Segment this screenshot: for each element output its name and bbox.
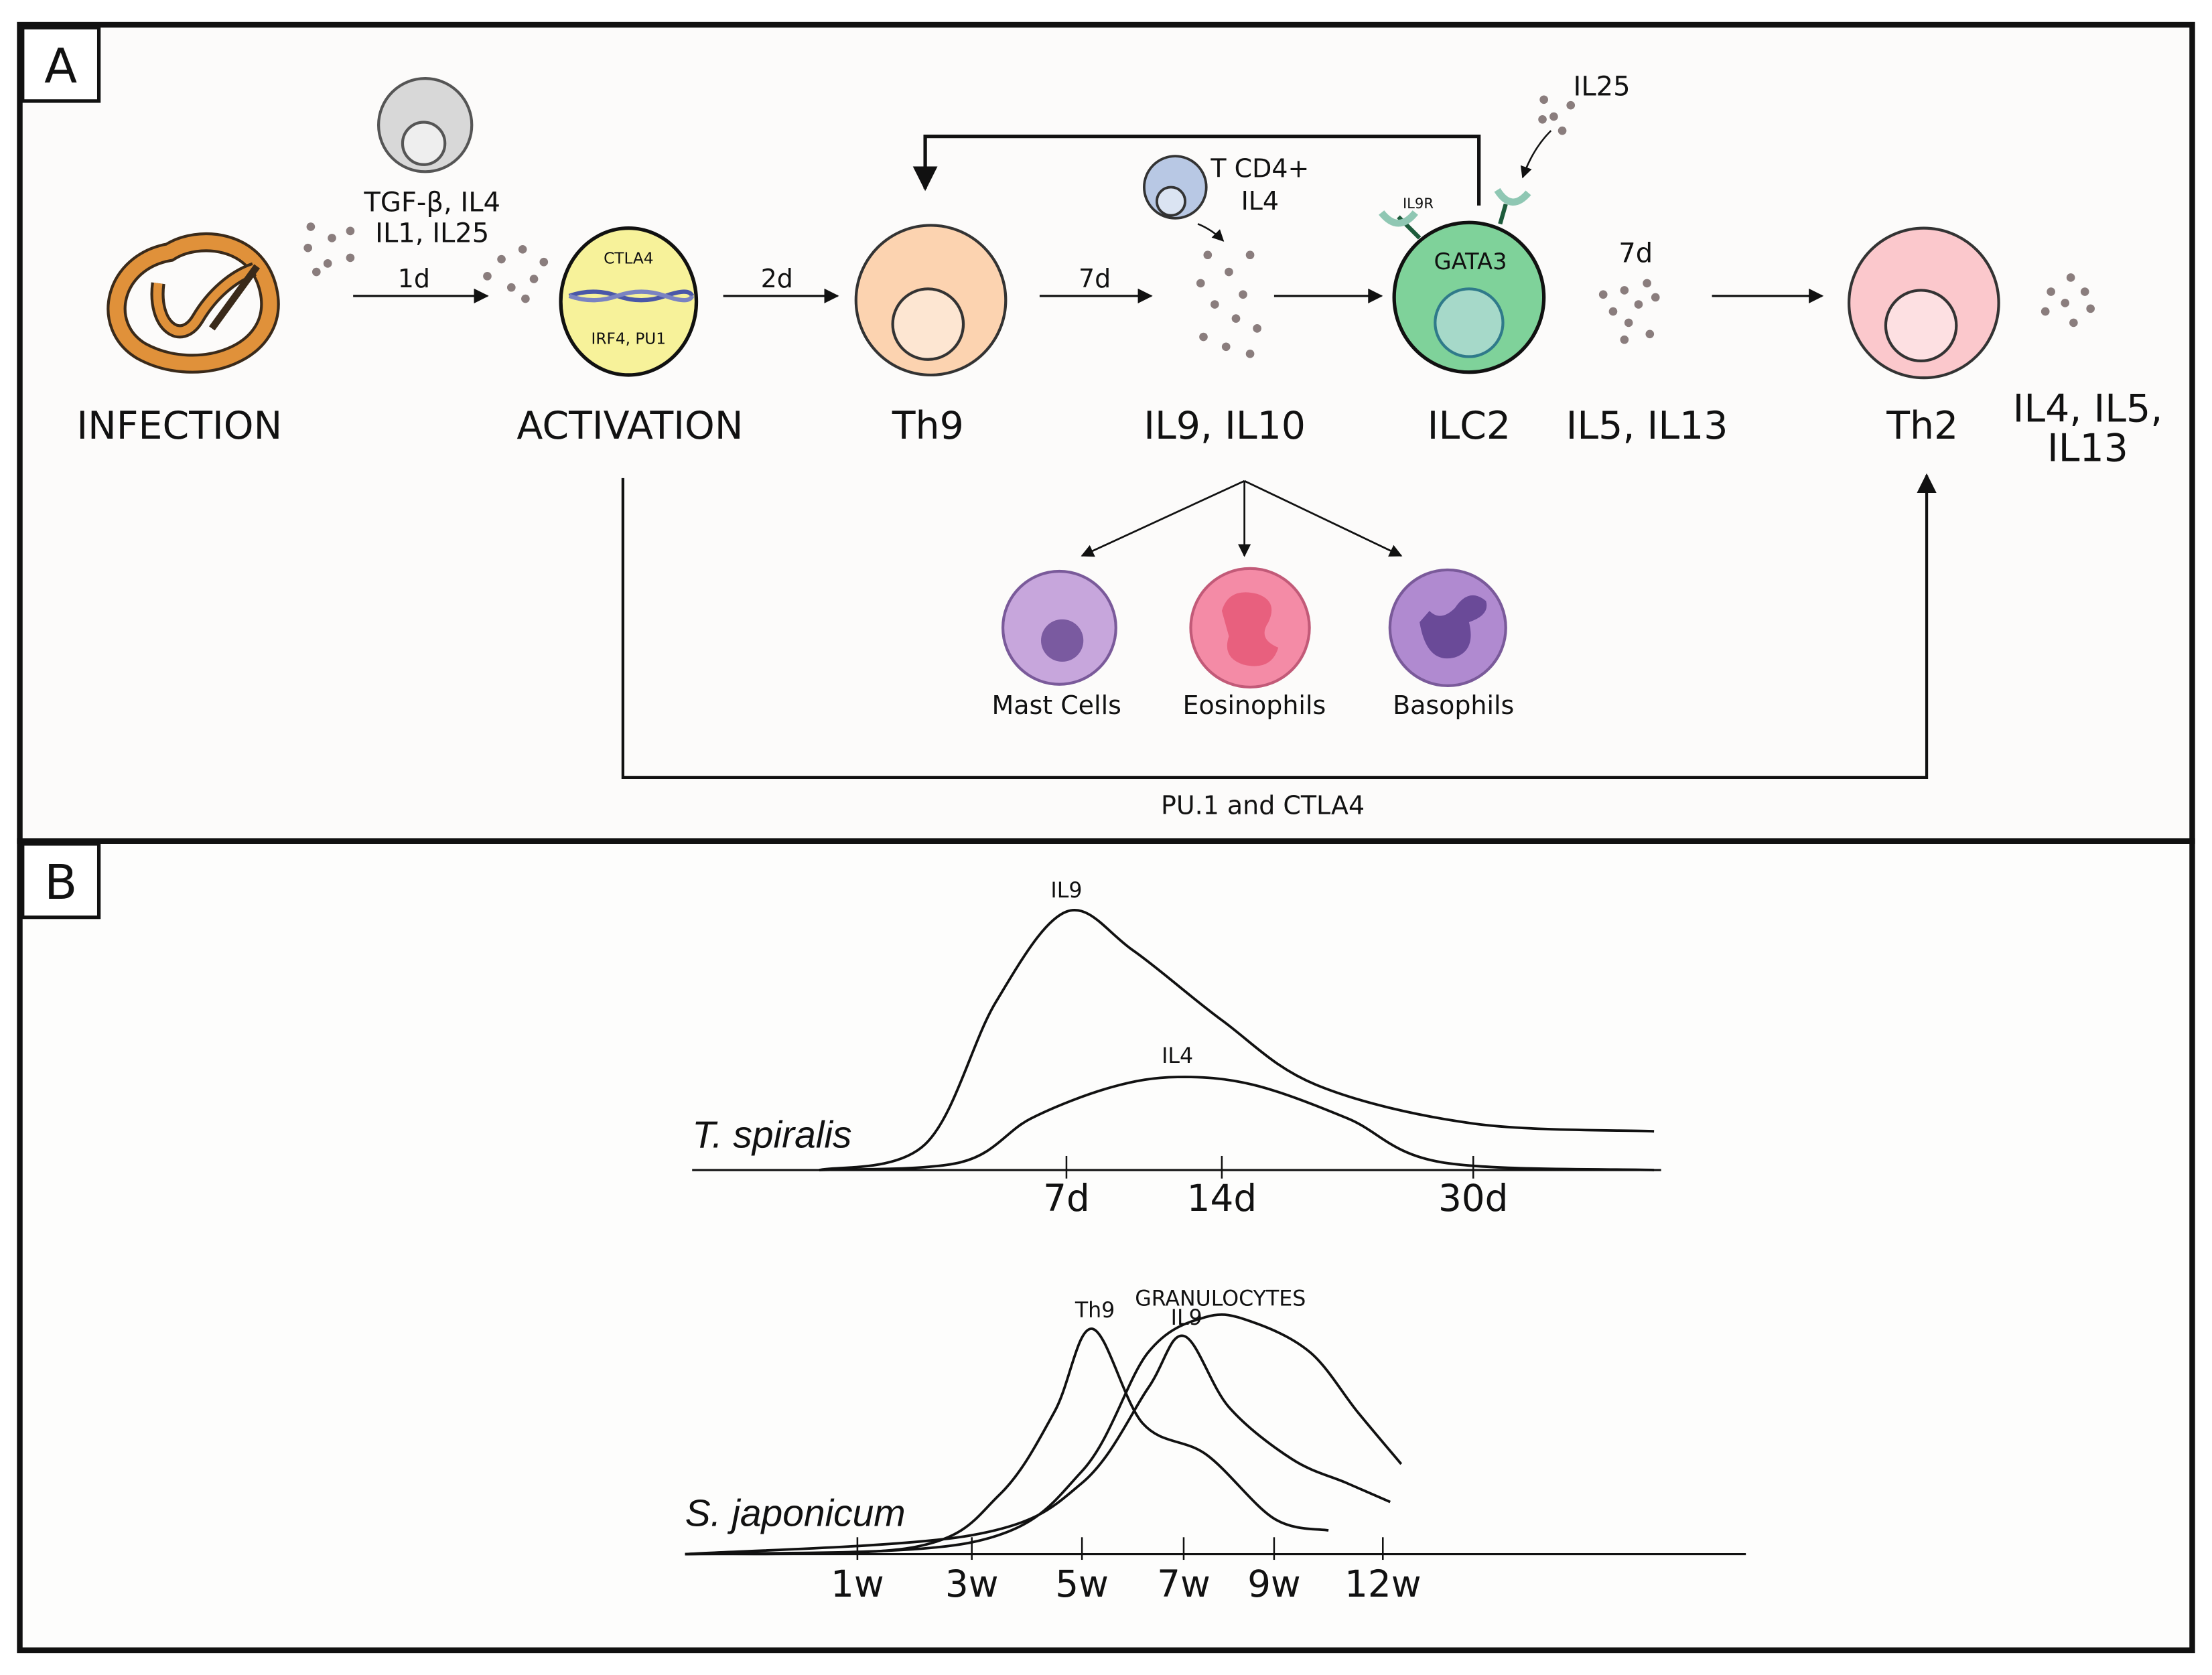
tspiralis-series-il4 bbox=[819, 1076, 1655, 1171]
bottom-path-label: PU.1 and CTLA4 bbox=[1161, 791, 1365, 820]
tspiralis-series-label: IL4 bbox=[1162, 1044, 1193, 1068]
worm-icon bbox=[107, 232, 280, 374]
stage-il9-il10: IL9, IL10 bbox=[1144, 404, 1306, 448]
cytokine-dots-5 bbox=[2041, 273, 2095, 327]
sjaponicum-tick-label: 3w bbox=[945, 1562, 999, 1605]
sjaponicum-tick-label: 7w bbox=[1157, 1562, 1211, 1605]
sjaponicum-series-il9 bbox=[685, 1334, 1391, 1556]
sjaponicum-series-label: Th9 bbox=[1075, 1299, 1115, 1323]
stage-il4-il5-line2: IL13 bbox=[2047, 427, 2128, 471]
sjaponicum-species-label: S. japonicum bbox=[685, 1491, 906, 1534]
il25-arrow bbox=[1520, 130, 1552, 179]
stage-il4-il5-line1: IL4, IL5, bbox=[2013, 387, 2163, 431]
tspiralis-tick-label: 14d bbox=[1187, 1177, 1257, 1220]
stage-th2: Th2 bbox=[1886, 404, 1958, 448]
cytokine-dots-il25 bbox=[1538, 95, 1576, 135]
th2-cell bbox=[1847, 226, 2000, 380]
eosinophil-icon bbox=[1189, 567, 1311, 689]
gata3-label: GATA3 bbox=[1434, 248, 1507, 275]
stage-ilc2: ILC2 bbox=[1428, 404, 1511, 448]
tcd4-line1: T CD4+ bbox=[1210, 154, 1309, 184]
activation-cell-top: CTLA4 bbox=[604, 249, 653, 267]
tspiralis-series-il9 bbox=[819, 909, 1655, 1171]
sjaponicum-tick-label: 1w bbox=[831, 1562, 884, 1605]
apc-cell-icon bbox=[376, 77, 474, 173]
tspiralis-tick-label: 7d bbox=[1043, 1177, 1090, 1220]
basophil-icon bbox=[1388, 568, 1507, 687]
branch-arrows bbox=[1081, 480, 1403, 557]
sjaponicum-tick-label: 12w bbox=[1344, 1562, 1422, 1605]
il9r-label: IL9R bbox=[1403, 195, 1434, 212]
label-eosinophils: Eosinophils bbox=[1183, 690, 1326, 720]
sjaponicum-series-label: IL9 bbox=[1171, 1306, 1202, 1330]
cytokine-dots-3 bbox=[1196, 250, 1261, 358]
il25-label: IL25 bbox=[1574, 71, 1631, 102]
ilc2-cell bbox=[1379, 188, 1546, 374]
feedback-arrow bbox=[912, 134, 1481, 206]
tspiralis-tick-label: 30d bbox=[1438, 1177, 1509, 1220]
tcd4-cell-icon bbox=[1143, 155, 1208, 220]
stage-activation: ACTIVATION bbox=[516, 404, 743, 448]
bottom-path-arrow bbox=[621, 473, 1937, 779]
sjaponicum-series-granulocytes bbox=[685, 1313, 1403, 1556]
tcd4-arrow bbox=[1197, 223, 1225, 242]
cytokine-dots-4 bbox=[1598, 279, 1660, 344]
sjaponicum-chart: 1w 3w 5w 7w 9w 12w S. japonicum Th9 IL9GRANULOCY… bbox=[685, 1287, 1746, 1605]
panel-a-frame bbox=[17, 21, 2195, 844]
panel-a-label: A bbox=[44, 38, 77, 94]
tspiralis-series-label: IL9 bbox=[1050, 879, 1082, 903]
panel-b-frame bbox=[17, 838, 2195, 1654]
time-1d: 1d bbox=[398, 264, 430, 293]
panel-a-label-box bbox=[21, 25, 101, 103]
tcd4-line2: IL4 bbox=[1241, 186, 1279, 216]
sjaponicum-series-label: GRANULOCYTES bbox=[1135, 1287, 1306, 1311]
stage-infection: INFECTION bbox=[76, 404, 282, 448]
time-2d: 2d bbox=[761, 264, 793, 293]
label-mast-cells: Mast Cells bbox=[992, 690, 1121, 720]
panel-b-label-box bbox=[21, 842, 101, 920]
cytokine-dots-1 bbox=[303, 222, 355, 277]
sjaponicum-series-th9 bbox=[685, 1327, 1329, 1556]
sjaponicum-tick-label: 9w bbox=[1247, 1562, 1301, 1605]
stage-il5-il13: IL5, IL13 bbox=[1566, 404, 1728, 448]
mast-cell-icon bbox=[1001, 569, 1117, 686]
sjaponicum-tick-label: 5w bbox=[1055, 1562, 1109, 1605]
cytokines-top-line1: TGF-β, IL4 bbox=[363, 187, 500, 218]
cytokines-top-line2: IL1, IL25 bbox=[375, 218, 489, 249]
cytokine-dots-2 bbox=[483, 244, 549, 303]
tspiralis-species-label: T. spiralis bbox=[692, 1113, 851, 1156]
activation-cell bbox=[559, 226, 699, 377]
activation-cell-bottom: IRF4, PU1 bbox=[592, 330, 667, 348]
th9-cell bbox=[854, 224, 1008, 377]
time-7d-a: 7d bbox=[1079, 264, 1111, 293]
panel-b-label: B bbox=[44, 854, 77, 910]
label-basophils: Basophils bbox=[1393, 690, 1514, 720]
stage-th9: Th9 bbox=[892, 404, 964, 448]
time-7d-b: 7d bbox=[1618, 238, 1653, 269]
